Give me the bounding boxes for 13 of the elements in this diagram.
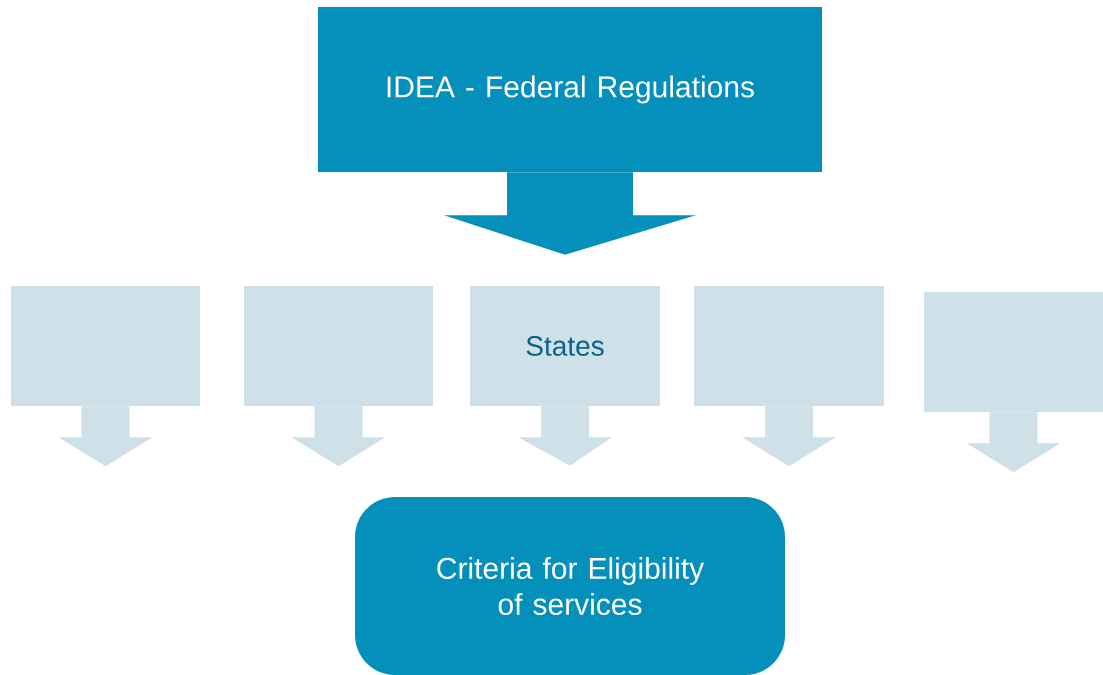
block-arrow xyxy=(742,406,836,467)
block-arrow xyxy=(518,406,612,466)
state-box xyxy=(694,286,884,406)
state-box: States xyxy=(470,286,660,406)
block-arrow xyxy=(444,172,696,255)
state-box xyxy=(924,292,1103,412)
block-arrow xyxy=(58,406,153,467)
state-box xyxy=(244,286,433,406)
block-arrow xyxy=(291,406,386,467)
block-arrow xyxy=(966,412,1061,473)
rounded-box: Criteria for Eligibility of services xyxy=(355,497,785,675)
state-box xyxy=(11,286,200,406)
callout-box: IDEA - Federal Regulations xyxy=(318,7,822,172)
